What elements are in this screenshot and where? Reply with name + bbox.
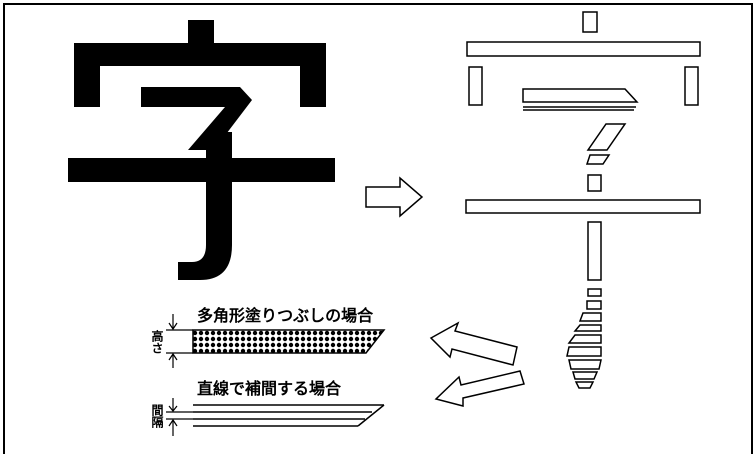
line-interp-label: 直線で補間する場合 [197,379,342,398]
part-stem [587,221,602,281]
polygon-fill-label: 多角形塗りつぶしの場合 [197,306,374,325]
part-roof-right-leg [684,66,699,106]
right-arrow-icon [365,176,424,218]
part-roof-bar [466,41,701,57]
part-main-bar [465,199,701,214]
left-arrow-icon [434,370,525,407]
left-arrow-icon [429,321,518,366]
interval-axis-label: 間隔 [150,404,164,429]
height-axis-label: 高さ [150,329,164,354]
interval-dimension-marker [166,398,193,436]
part-hook-top [522,88,639,103]
part-joint [587,174,602,192]
source-glyph-char [68,20,335,280]
decomposed-glyph-parts [465,11,701,389]
part-diagonal-small [585,154,611,165]
part-dot [582,11,598,33]
figure-frame [3,3,753,454]
line-interp-shape [193,404,385,427]
height-dimension-marker [166,314,193,368]
polygon-fill-shape [192,329,386,354]
part-diagonal [586,123,627,151]
part-roof-left-leg [468,66,483,106]
